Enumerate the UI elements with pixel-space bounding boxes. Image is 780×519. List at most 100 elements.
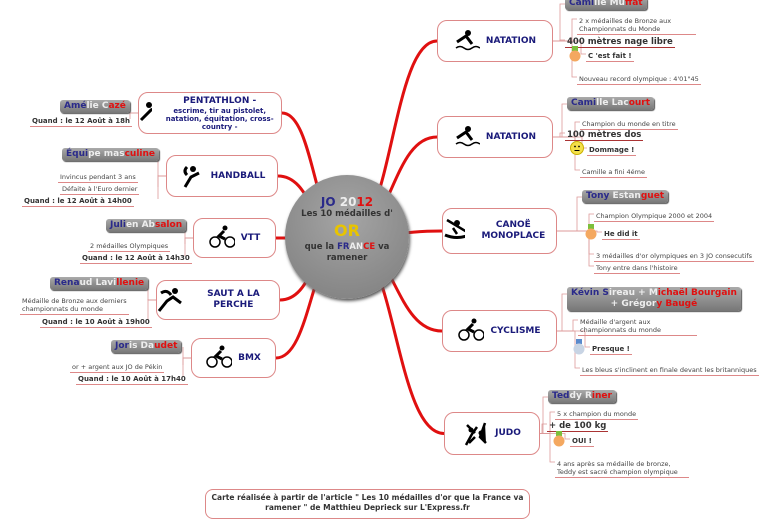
branch-line xyxy=(147,284,156,301)
athlete-name-part: udet xyxy=(154,341,178,351)
detail-text: Invincus pendant 3 ans xyxy=(58,173,138,183)
athlete-name-part: pe mas xyxy=(88,149,125,159)
mountain-bike-icon xyxy=(209,225,235,248)
athlete-badge-cyclisme[interactable]: Kévin Sireau + Michaël Bourgain+ Grégory… xyxy=(567,287,741,311)
athlete-badge-pentathlon[interactable]: Amélie Cazé xyxy=(60,100,130,113)
athlete-name-part: Ted xyxy=(552,391,570,401)
france-part: FR xyxy=(337,242,350,252)
athlete-name-part: Rena xyxy=(54,278,80,288)
status-label: C 'est fait ! xyxy=(586,52,634,62)
silver-medal-icon xyxy=(573,339,585,355)
swimming-icon xyxy=(455,126,480,147)
branch-line xyxy=(182,347,191,359)
athlete-name-part: azé xyxy=(108,101,126,111)
detail-text: Tony entre dans l'histoire xyxy=(594,264,680,274)
branch-line xyxy=(182,357,191,365)
branch-canoe[interactable]: CANOË MONOPLACE xyxy=(442,208,557,254)
status-label: Presque ! xyxy=(590,345,632,355)
detail-text: Défaite à l'Euro dernier xyxy=(60,185,140,195)
branch-line xyxy=(557,196,582,232)
cycling-icon xyxy=(458,318,485,341)
branch-bmx[interactable]: BMX xyxy=(191,338,276,378)
branch-line xyxy=(540,433,555,463)
athlete-badge-saut[interactable]: Renaud Lavillenie xyxy=(50,277,149,290)
branch-line xyxy=(557,319,578,332)
central-text: va ramener xyxy=(326,242,390,263)
athlete-name-part: llenie xyxy=(116,278,145,288)
or-label: OR xyxy=(334,221,360,240)
gold-medal-icon xyxy=(585,224,597,240)
status-label: He did it xyxy=(602,230,640,240)
athlete-badge-canoe[interactable]: Tony Estanguet xyxy=(582,190,669,203)
detail-text: Les bleus s'inclinent en finale devant l… xyxy=(580,366,759,376)
source-note: Carte réalisée à partir de l'article " L… xyxy=(205,489,530,519)
detail-text: Médaille d'argent aux championnats du mo… xyxy=(578,318,697,336)
athlete-name-part: Jor xyxy=(115,341,129,351)
branch-pentathlon[interactable]: PENTATHLON -escrime, tir au pistolet, na… xyxy=(138,92,282,134)
detail-text: Quand : le 12 Août à 14h00 xyxy=(22,197,134,207)
branch-judo[interactable]: JUDO xyxy=(444,412,540,455)
smiley-icon xyxy=(570,140,584,156)
year-part: 12 xyxy=(356,195,374,209)
branch-title: VTT xyxy=(240,232,261,243)
branch-title: NATATION xyxy=(485,131,537,142)
branch-saut[interactable]: SAUT A LA PERCHE xyxy=(156,280,280,320)
branch-vtt[interactable]: VTT xyxy=(193,218,276,258)
athlete-name-part: lle Mu xyxy=(594,0,625,8)
detail-text: 5 x champion du monde xyxy=(555,410,639,420)
detail-text: 2 x médailles de Bronze aux Championnats… xyxy=(577,17,696,35)
branch-cyclisme[interactable]: CYCLISME xyxy=(442,310,557,352)
athlete-name-part: guet xyxy=(640,191,665,201)
athlete-name-part: ffat xyxy=(624,0,643,8)
branch-natation1[interactable]: NATATION xyxy=(437,20,553,62)
branch-natation2[interactable]: NATATION xyxy=(437,116,553,158)
athlete-name-part: lie C xyxy=(86,101,109,111)
pole-vault-icon xyxy=(157,288,182,312)
detail-text: Champion du monde en titre xyxy=(580,120,678,130)
athlete-name-part: en Ab xyxy=(125,220,155,230)
athlete-name-part: Amé xyxy=(64,101,87,111)
pentathlon-icon xyxy=(139,102,153,122)
branch-subtitle: escrime, tir au pistolet, natation, équi… xyxy=(165,106,274,131)
athlete-name-part: salon xyxy=(155,220,183,230)
branch-line xyxy=(147,299,156,320)
branch-line xyxy=(540,396,548,434)
central-topic[interactable]: JO 2012 Les 10 médailles d' OR que la FR… xyxy=(285,175,409,299)
branch-line xyxy=(553,103,567,138)
athlete-badge-handball[interactable]: Équipe masculine xyxy=(62,148,160,161)
detail-text: Quand : le 10 Août à 17h40 xyxy=(76,375,188,385)
judo-icon xyxy=(465,422,487,446)
athlete-name-part: dy R xyxy=(569,391,592,401)
athlete-badge-natation1[interactable]: Camille Muffat xyxy=(565,0,647,10)
athlete-name-part: + Grégor xyxy=(610,299,657,309)
branch-title: NATATION xyxy=(485,35,537,46)
status-label: OUI ! xyxy=(570,437,594,447)
detail-text: Champion Olympique 2000 et 2004 xyxy=(594,212,715,222)
detail-text: + de 100 kg xyxy=(547,421,609,432)
athlete-badge-judo[interactable]: Teddy Riner xyxy=(548,390,616,403)
athlete-name-part: Cami xyxy=(571,98,597,108)
athlete-name-part: culine xyxy=(124,149,156,159)
jo-label: JO xyxy=(320,195,336,209)
athlete-badge-bmx[interactable]: Joris Daudet xyxy=(111,340,182,353)
athlete-name-part: ichaël Bourgain xyxy=(657,288,737,298)
detail-text: 4 ans après sa médaille de bronze, Teddy… xyxy=(555,460,689,478)
detail-text: Nouveau record olympique : 4'01"45 xyxy=(577,75,701,85)
branch-title: PENTATHLON - xyxy=(183,95,257,106)
detail-text: Quand : le 12 Août à 18h xyxy=(30,117,132,127)
branch-handball[interactable]: HANDBALL xyxy=(166,155,278,197)
athlete-name-part: Cami xyxy=(569,0,595,8)
athlete-badge-natation2[interactable]: Camille Lacourt xyxy=(567,97,655,110)
athlete-name-part: iner xyxy=(591,391,612,401)
handball-icon xyxy=(183,165,200,188)
branch-title: SAUT A LA PERCHE xyxy=(207,289,260,310)
athlete-badge-vtt[interactable]: Julien Absalon xyxy=(106,219,187,232)
detail-text: 100 mètres dos xyxy=(565,130,644,141)
branch-title: JUDO xyxy=(495,428,521,438)
athlete-name-part: Équi xyxy=(66,149,89,159)
athlete-name-part: Estan xyxy=(612,191,641,201)
detail-text: Quand : le 10 Août à 19h00 xyxy=(40,318,152,328)
france-part: CE xyxy=(363,242,376,252)
athlete-name-part: ud Lavi xyxy=(79,278,117,288)
gold-medal-icon xyxy=(569,46,581,62)
